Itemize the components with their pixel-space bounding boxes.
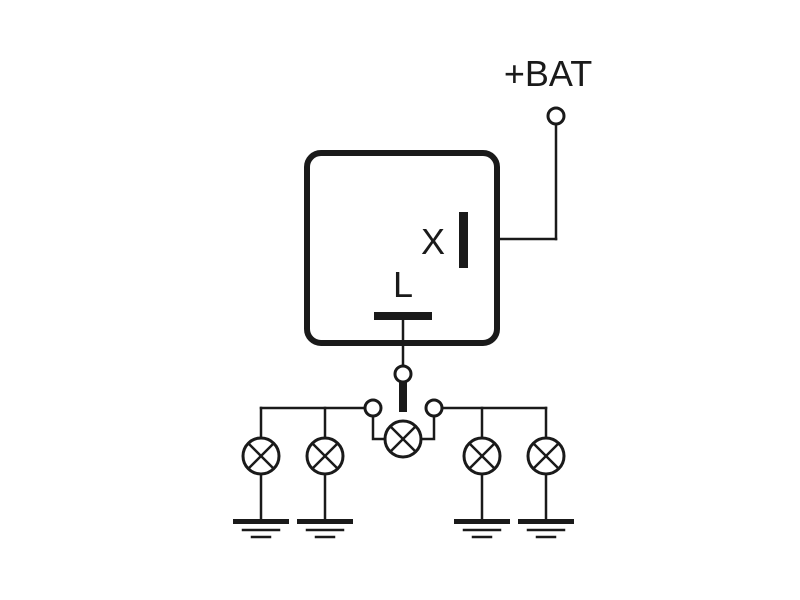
switch-right-terminal xyxy=(424,398,444,418)
lamp-5 xyxy=(526,436,566,476)
indicator-left-wire xyxy=(371,414,387,441)
battery-label: +BAT xyxy=(504,53,592,94)
l-terminal-bar xyxy=(374,312,432,320)
ground-2 xyxy=(297,472,353,539)
switch-left-terminal xyxy=(363,398,383,418)
terminal-x-label: X xyxy=(421,221,445,262)
switch-lever xyxy=(399,382,407,412)
x-terminal-bar xyxy=(459,212,468,268)
lamp-4 xyxy=(462,436,502,476)
terminal-l-label: L xyxy=(393,264,413,305)
switch-common-terminal xyxy=(393,364,413,384)
ground-3 xyxy=(454,472,510,539)
lamp-1 xyxy=(241,436,281,476)
indicator-lamp xyxy=(383,419,423,459)
battery-terminal xyxy=(546,106,566,126)
ground-4 xyxy=(518,472,574,539)
lamp-2 xyxy=(305,436,345,476)
ground-1 xyxy=(233,472,289,539)
indicator-right-wire xyxy=(419,414,436,441)
